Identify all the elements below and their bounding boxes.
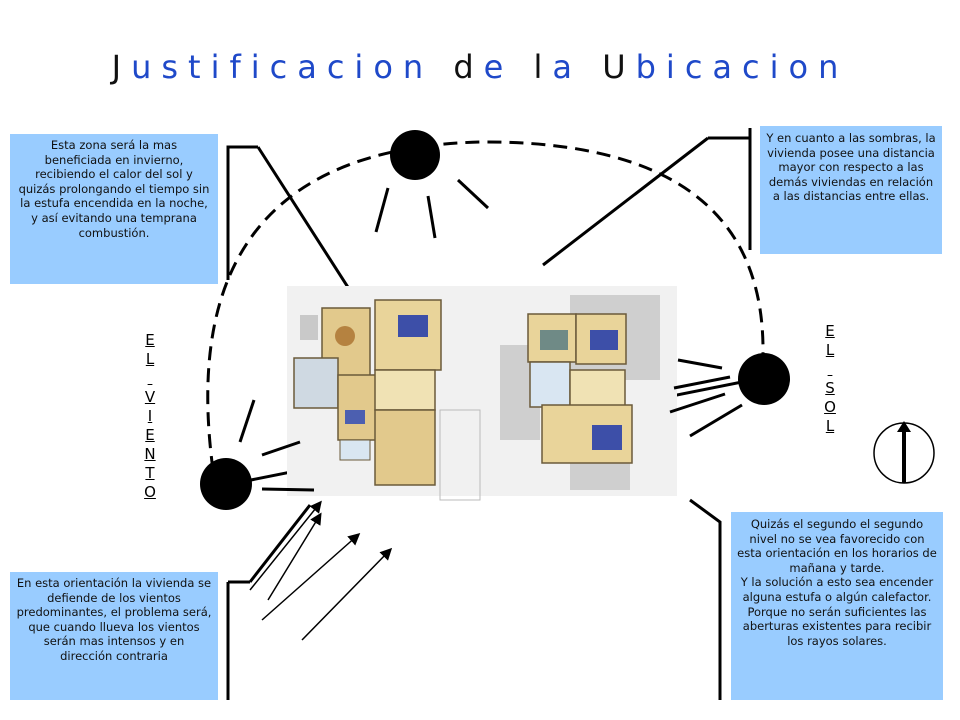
title-word-rest: e xyxy=(483,48,514,86)
note-wind-defense: En esta orientación la vivienda se defie… xyxy=(10,572,218,700)
sun-icon xyxy=(669,353,790,438)
vertical-label-letter: E xyxy=(145,426,155,444)
wind-arrow-icon xyxy=(249,500,393,641)
vertical-label-letter: I xyxy=(147,407,153,425)
wind-source-icon xyxy=(200,399,315,510)
note-second-level-text-1: Quizás el segundo el segundo nivel no se… xyxy=(737,517,937,575)
title-word-rest: a xyxy=(552,48,583,86)
sun-path-arc xyxy=(206,140,765,471)
house-floor-plan xyxy=(287,286,677,501)
vertical-label-letter: E xyxy=(145,331,155,349)
vertical-label-letter xyxy=(820,360,840,379)
vertical-label-letter: O xyxy=(824,398,836,416)
note-shadows: Y en cuanto a las sombras, la vivienda p… xyxy=(760,126,942,254)
title-letter: U xyxy=(602,48,636,86)
vertical-label-letter: S xyxy=(825,379,835,397)
vertical-label-letter xyxy=(140,369,160,388)
title-word-rest: ustificacion xyxy=(131,48,434,86)
page-title: Justificacion de la Ubicacion xyxy=(0,48,960,86)
title-letter: l xyxy=(533,48,553,86)
title-letter: d xyxy=(453,48,484,86)
vertical-label-letter: L xyxy=(825,417,835,435)
vertical-label-letter: O xyxy=(144,483,156,501)
note-second-level-text-2: Y la solución a esto sea encender alguna… xyxy=(740,575,934,648)
vertical-label-letter: E xyxy=(825,322,835,340)
title-letter: J xyxy=(111,48,132,86)
vertical-label-letter: T xyxy=(145,464,155,482)
sun-icon xyxy=(374,130,490,239)
vertical-label-letter: L xyxy=(145,350,155,368)
vertical-label-letter: N xyxy=(144,445,156,463)
title-word-rest: bicacion xyxy=(635,48,849,86)
note-second-level: Quizás el segundo el segundo nivel no se… xyxy=(731,512,943,700)
bracket-lines xyxy=(226,128,752,700)
vertical-label-letter: L xyxy=(825,341,835,359)
vertical-label-letter: V xyxy=(144,388,156,406)
note-winter-benefit: Esta zona será la mas beneficiada en inv… xyxy=(10,134,218,284)
compass-north-icon xyxy=(873,421,935,484)
